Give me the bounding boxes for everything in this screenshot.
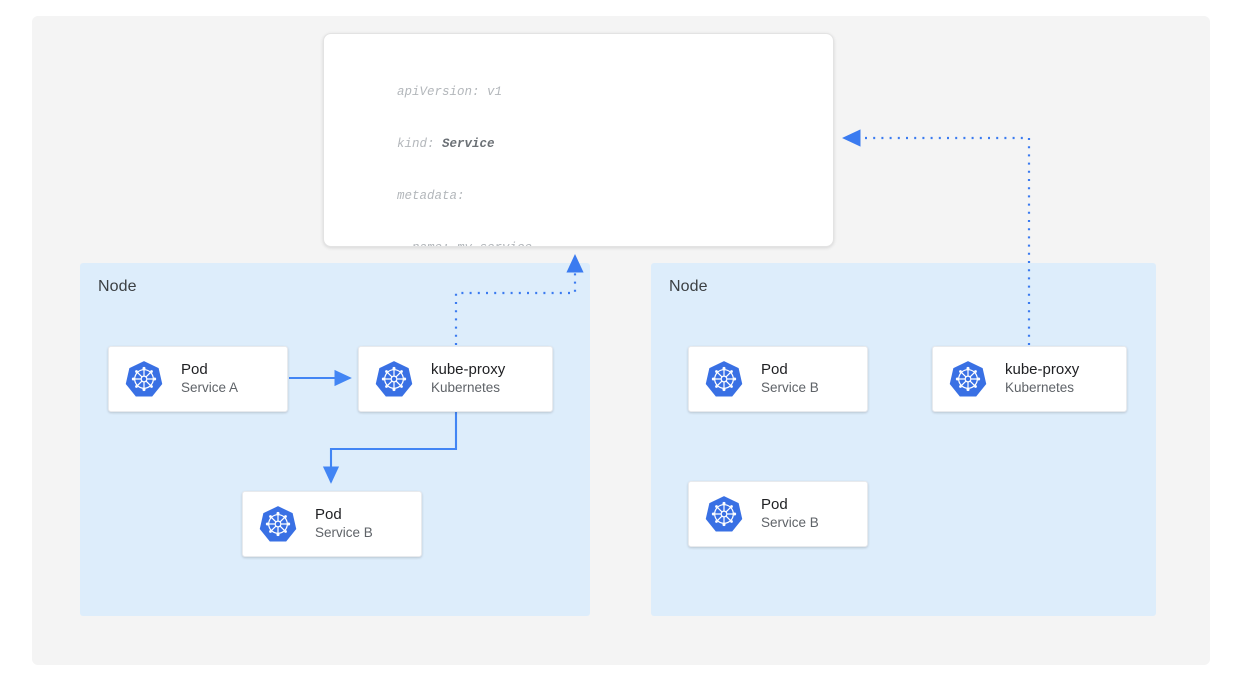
card-subtitle: Service A — [181, 380, 239, 396]
yaml-line-kind: kind: Service — [397, 136, 705, 153]
card-title: Pod — [761, 360, 788, 378]
card-subtitle: Service B — [315, 525, 373, 541]
card-title: Pod — [181, 360, 208, 378]
card-title: Pod — [315, 505, 342, 523]
card-text: kube-proxy Kubernetes — [431, 361, 505, 398]
card-pod-service-b-right-bottom[interactable]: Pod Service B — [688, 481, 868, 547]
yaml-kind-key: kind: — [397, 137, 443, 152]
card-text: Pod Service B — [761, 361, 819, 398]
yaml-line-metadata: metadata: — [397, 189, 465, 204]
kubernetes-icon — [259, 506, 297, 542]
card-title: kube-proxy — [1005, 360, 1080, 378]
yaml-line-name: name: my-service — [397, 240, 705, 246]
kubernetes-icon — [949, 361, 987, 397]
card-subtitle: Kubernetes — [431, 380, 501, 396]
kubernetes-icon — [375, 361, 413, 397]
kubernetes-icon — [705, 361, 743, 397]
card-kube-proxy-right[interactable]: kube-proxy Kubernetes — [932, 346, 1127, 412]
card-title: kube-proxy — [431, 360, 506, 378]
yaml-kind-value: Service — [442, 137, 495, 152]
card-pod-service-b-left[interactable]: Pod Service B — [242, 491, 422, 557]
yaml-line-apiversion: apiVersion: v1 — [397, 84, 503, 99]
card-text: Pod Service B — [761, 496, 819, 533]
kubernetes-icon — [125, 361, 163, 397]
node-panel-left: Node — [80, 263, 590, 616]
service-manifest-card: apiVersion: v1 kind: Service metadata: n… — [323, 33, 834, 247]
node-label-right: Node — [669, 278, 708, 295]
card-subtitle: Kubernetes — [1005, 380, 1075, 396]
service-manifest-text: apiVersion: v1 kind: Service metadata: n… — [397, 49, 705, 246]
kubernetes-icon — [705, 496, 743, 532]
card-pod-service-b-right-top[interactable]: Pod Service B — [688, 346, 868, 412]
card-text: Pod Service B — [315, 506, 373, 543]
card-subtitle: Service B — [761, 380, 819, 396]
card-pod-service-a[interactable]: Pod Service A — [108, 346, 288, 412]
card-title: Pod — [761, 495, 788, 513]
card-subtitle: Service B — [761, 515, 819, 531]
card-text: Pod Service A — [181, 361, 238, 398]
card-text: kube-proxy Kubernetes — [1005, 361, 1079, 398]
node-panel-right: Node — [651, 263, 1156, 616]
card-kube-proxy-left[interactable]: kube-proxy Kubernetes — [358, 346, 553, 412]
node-label-left: Node — [98, 278, 137, 295]
